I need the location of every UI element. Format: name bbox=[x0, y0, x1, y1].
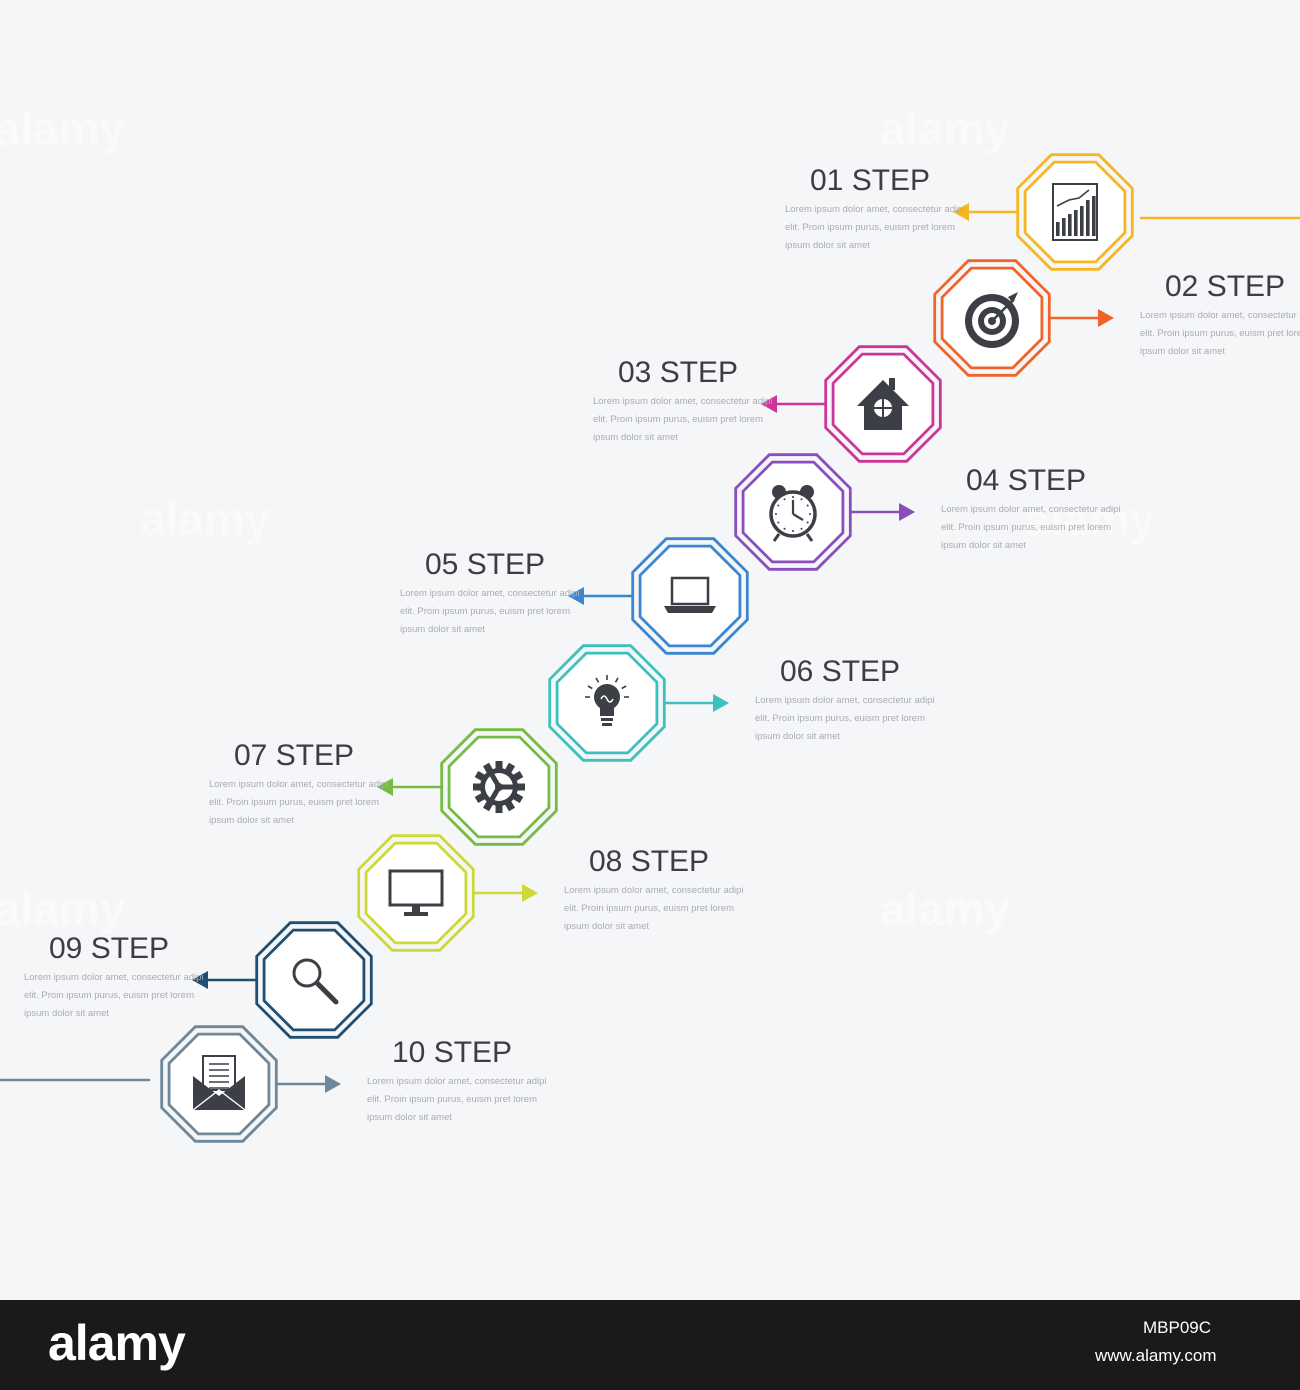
step-description-line: elit. Proin ipsum purus, euism pret lore… bbox=[400, 606, 570, 617]
step-title: 04 STEP bbox=[966, 464, 1086, 497]
arrow-head-icon bbox=[325, 1075, 341, 1093]
step-5: 05 STEP Lorem ipsum dolor amet, consectet… bbox=[400, 537, 749, 655]
arrow-head-icon bbox=[192, 971, 208, 989]
footer-url: www.alamy.com bbox=[1095, 1346, 1217, 1365]
step-outer-octagon bbox=[255, 921, 373, 1039]
step-description-line: ipsum dolor sit amet bbox=[593, 432, 678, 443]
step-title: 10 STEP bbox=[392, 1036, 512, 1069]
step-outer-octagon bbox=[824, 345, 942, 463]
footer-bar: alamy MBP09C www.alamy.com bbox=[0, 1300, 1300, 1390]
step-1: 01 STEP Lorem ipsum dolor amet, consectet… bbox=[785, 153, 1134, 271]
step-description-line: Lorem ipsum dolor amet, consectetur adip… bbox=[785, 204, 965, 215]
step-description-line: elit. Proin ipsum purus, euism pret lore… bbox=[24, 990, 194, 1001]
arrow-head-icon bbox=[1098, 309, 1114, 327]
step-description-line: ipsum dolor sit amet bbox=[367, 1112, 452, 1123]
step-title: 08 STEP bbox=[589, 845, 709, 878]
monitor-icon bbox=[388, 869, 444, 916]
home-icon bbox=[857, 378, 909, 430]
step-8: 08 STEP Lorem ipsum dolor amet, consectet… bbox=[357, 834, 744, 952]
watermark-text: alamy bbox=[0, 103, 126, 155]
footer-logo: alamy bbox=[48, 1315, 186, 1371]
arrow-head-icon bbox=[713, 694, 729, 712]
step-outer-octagon bbox=[631, 537, 749, 655]
step-outer-octagon bbox=[440, 728, 558, 846]
step-description-line: Lorem ipsum dolor amet, consectetur adip… bbox=[209, 779, 389, 790]
step-outer-octagon bbox=[548, 644, 666, 762]
step-3: 03 STEP Lorem ipsum dolor amet, consectet… bbox=[593, 345, 942, 463]
step-outer-octagon bbox=[1016, 153, 1134, 271]
bar-chart-icon bbox=[1052, 183, 1098, 241]
step-description-line: elit. Proin ipsum purus, euism pret lore… bbox=[755, 713, 925, 724]
connector-lines bbox=[0, 216, 1300, 1082]
alarm-clock-icon bbox=[769, 485, 817, 542]
step-7: 07 STEP Lorem ipsum dolor amet, consectet… bbox=[209, 728, 558, 846]
step-description-line: ipsum dolor sit amet bbox=[941, 540, 1026, 551]
step-description-line: elit. Proin ipsum purus, euism pret lore… bbox=[209, 797, 379, 808]
step-description-line: Lorem ipsum dolor amet, consectetur adip… bbox=[367, 1076, 547, 1087]
step-description-line: elit. Proin ipsum purus, euism pret lore… bbox=[785, 222, 955, 233]
step-description-line: Lorem ipsum dolor amet, consectetur adip… bbox=[24, 972, 204, 983]
arrow-head-icon bbox=[568, 587, 584, 605]
steps-group: 01 STEP Lorem ipsum dolor amet, consectet… bbox=[24, 153, 1300, 1143]
watermark-text: alamy bbox=[1025, 493, 1156, 545]
image-id: MBP09C bbox=[1143, 1318, 1212, 1337]
step-description-line: Lorem ipsum dolor amet, consectetur adip… bbox=[1140, 310, 1300, 321]
watermark-layer: alamy alamy alamy alamy alamy alamy bbox=[0, 103, 1156, 935]
step-outer-octagon bbox=[357, 834, 475, 952]
step-9: 09 STEP Lorem ipsum dolor amet, consectet… bbox=[24, 921, 373, 1039]
step-description-line: Lorem ipsum dolor amet, consectetur adip… bbox=[755, 695, 935, 706]
step-description-line: ipsum dolor sit amet bbox=[400, 624, 485, 635]
step-description-line: ipsum dolor sit amet bbox=[564, 921, 649, 932]
laptop-icon bbox=[664, 576, 716, 613]
arrow-head-icon bbox=[377, 778, 393, 796]
step-inner-octagon bbox=[262, 928, 366, 1032]
step-6: 06 STEP Lorem ipsum dolor amet, consectet… bbox=[548, 644, 935, 762]
step-outer-octagon bbox=[160, 1025, 278, 1143]
step-title: 09 STEP bbox=[49, 932, 169, 965]
step-inner-octagon bbox=[638, 544, 742, 648]
step-title: 07 STEP bbox=[234, 739, 354, 772]
step-description-line: ipsum dolor sit amet bbox=[24, 1008, 109, 1019]
step-title: 06 STEP bbox=[780, 655, 900, 688]
step-inner-octagon bbox=[364, 841, 468, 945]
envelope-icon bbox=[192, 1055, 246, 1111]
step-description-line: elit. Proin ipsum purus, euism pret lore… bbox=[367, 1094, 537, 1105]
step-description-line: ipsum dolor sit amet bbox=[1140, 346, 1225, 357]
step-description-line: Lorem ipsum dolor amet, consectetur adip… bbox=[593, 396, 773, 407]
gear-icon bbox=[473, 761, 525, 813]
step-title: 01 STEP bbox=[810, 164, 930, 197]
watermark-text: alamy bbox=[140, 493, 271, 545]
watermark-text: alamy bbox=[0, 883, 126, 935]
step-outer-octagon bbox=[933, 259, 1051, 377]
step-description-line: elit. Proin ipsum purus, euism pret lore… bbox=[564, 903, 734, 914]
step-title: 05 STEP bbox=[425, 548, 545, 581]
step-title: 03 STEP bbox=[618, 356, 738, 389]
step-2: 02 STEP Lorem ipsum dolor amet, consectet… bbox=[933, 259, 1300, 377]
step-description-line: elit. Proin ipsum purus, euism pret lore… bbox=[593, 414, 763, 425]
watermark-text: alamy bbox=[880, 103, 1011, 155]
step-outer-octagon bbox=[734, 453, 852, 571]
arrow-head-icon bbox=[899, 503, 915, 521]
step-description-line: ipsum dolor sit amet bbox=[755, 731, 840, 742]
step-10: 10 STEP Lorem ipsum dolor amet, consectet… bbox=[160, 1025, 547, 1143]
step-description-line: Lorem ipsum dolor amet, consectetur adip… bbox=[941, 504, 1121, 515]
step-description-line: ipsum dolor sit amet bbox=[785, 240, 870, 251]
step-4: 04 STEP Lorem ipsum dolor amet, consectet… bbox=[734, 453, 1121, 571]
magnifier-icon bbox=[292, 958, 339, 1005]
step-description-line: Lorem ipsum dolor amet, consectetur adip… bbox=[400, 588, 580, 599]
step-description-line: Lorem ipsum dolor amet, consectetur adip… bbox=[564, 885, 744, 896]
step-description-line: elit. Proin ipsum purus, euism pret lore… bbox=[941, 522, 1111, 533]
arrow-head-icon bbox=[953, 203, 969, 221]
step-description-line: ipsum dolor sit amet bbox=[209, 815, 294, 826]
target-icon bbox=[965, 292, 1019, 348]
step-description-line: elit. Proin ipsum purus, euism pret lore… bbox=[1140, 328, 1300, 339]
step-title: 02 STEP bbox=[1165, 270, 1285, 303]
watermark-text: alamy bbox=[880, 883, 1011, 935]
arrow-head-icon bbox=[522, 884, 538, 902]
arrow-head-icon bbox=[761, 395, 777, 413]
steps-infographic: alamy alamy alamy alamy alamy alamy 01 STEP Lo… bbox=[0, 103, 1300, 1143]
lightbulb-icon bbox=[585, 675, 629, 726]
